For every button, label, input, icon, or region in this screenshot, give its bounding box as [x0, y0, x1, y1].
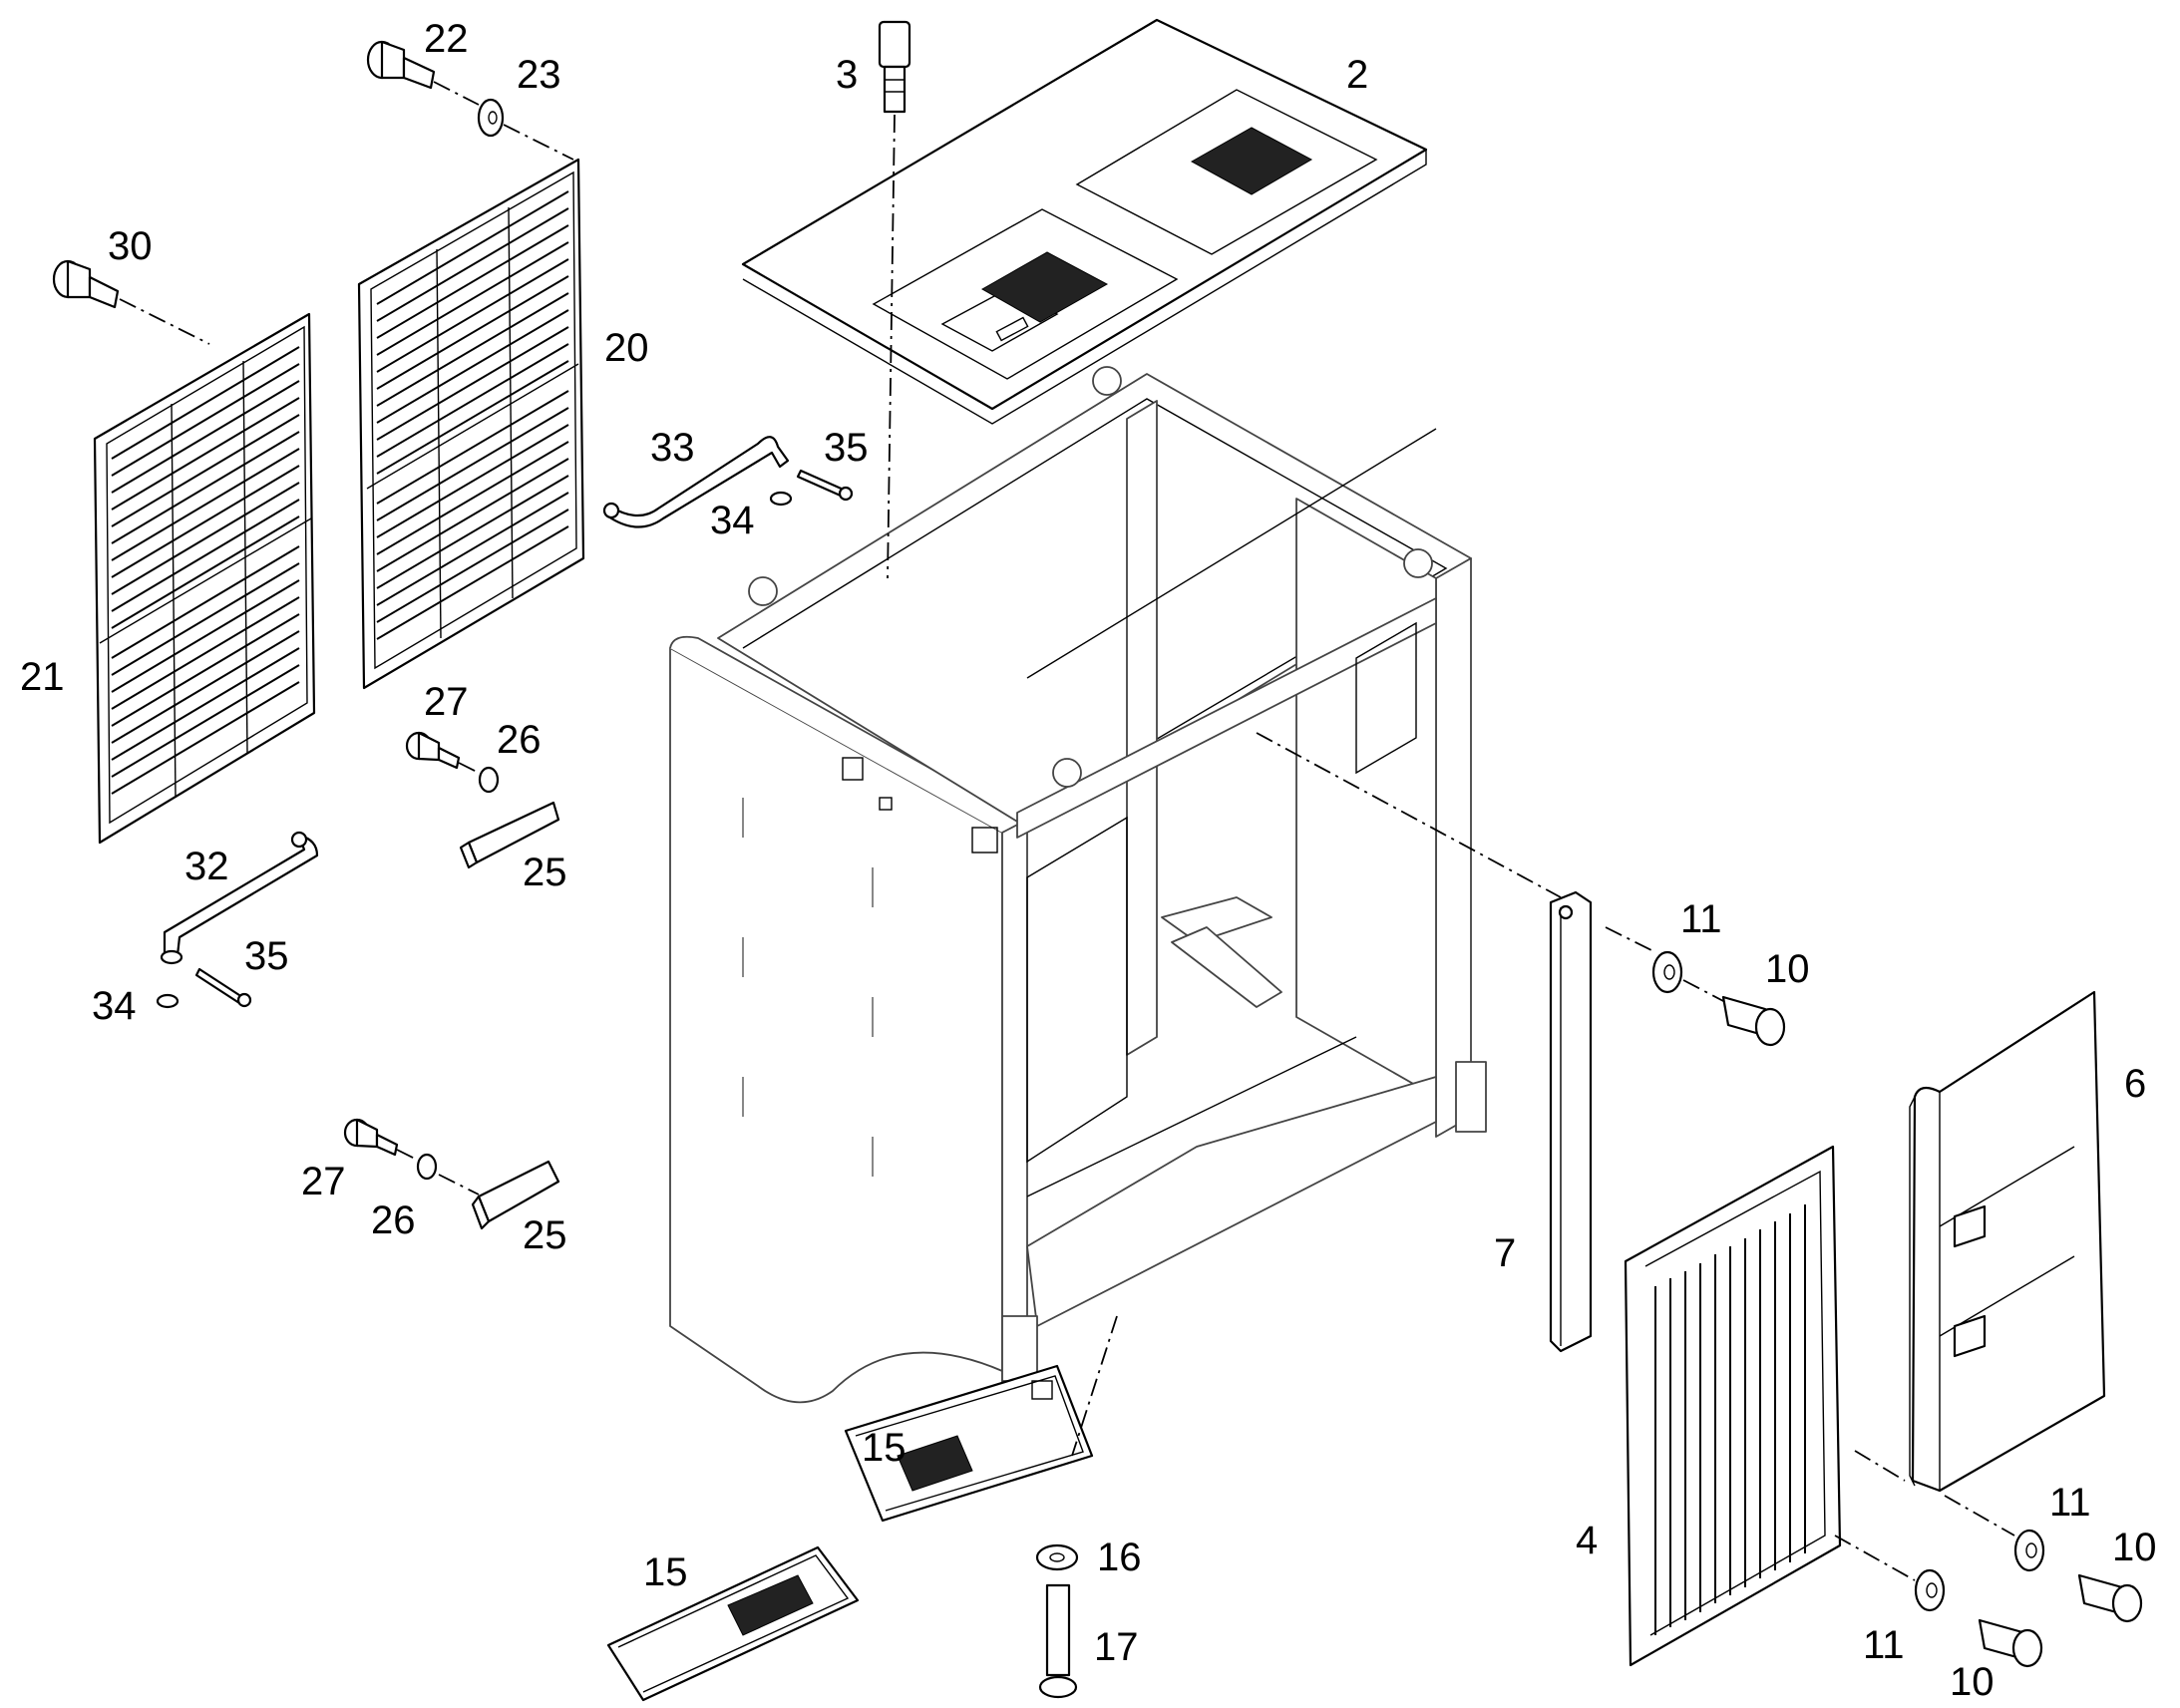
screw-part-3	[878, 20, 911, 114]
label-25-bottom: 25	[523, 1213, 567, 1257]
bolt-part-17	[1038, 1583, 1078, 1699]
pin-part-35-bottom	[194, 967, 252, 1008]
label-10-upper: 10	[1765, 947, 1810, 991]
foot-cover-part-15-left	[606, 1545, 860, 1702]
washer-part-11-lower-left	[1914, 1568, 1946, 1612]
washer-part-26-bottom	[416, 1153, 438, 1181]
washer-part-34-top	[769, 491, 793, 507]
label-15-left: 15	[643, 1550, 688, 1594]
label-34-bottom: 34	[92, 984, 137, 1028]
bolt-part-30	[52, 259, 120, 309]
rod-part-33	[602, 436, 790, 528]
label-21: 21	[20, 655, 65, 699]
part-number-labels: 2 3 4 6 7 10 10 10 11 11 11 15 15 16 17 …	[20, 17, 2157, 1704]
label-17: 17	[1094, 1625, 1139, 1669]
side-panel-part-6	[1909, 990, 2106, 1493]
label-11-upper: 11	[1680, 897, 1722, 941]
label-4: 4	[1576, 1519, 1598, 1562]
filter-grille-part-21	[93, 312, 316, 845]
label-15-right: 15	[862, 1426, 907, 1470]
strip-part-7	[1549, 890, 1593, 1353]
rod-part-32	[160, 831, 319, 965]
label-11-lower-right: 11	[2049, 1481, 2091, 1525]
washer-part-26-top	[478, 766, 500, 794]
washer-part-23	[477, 98, 505, 138]
label-3: 3	[836, 53, 858, 97]
bolt-part-10-lower-right	[2077, 1573, 2143, 1623]
label-30: 30	[108, 224, 153, 268]
grille-panel-part-4	[1624, 1145, 1842, 1667]
pin-part-35-top	[796, 469, 854, 502]
bolt-part-10-lower-left	[1978, 1618, 2043, 1668]
bolt-part-22	[366, 40, 436, 90]
label-26-bottom: 26	[371, 1198, 416, 1242]
label-10-lower-left: 10	[1950, 1660, 1995, 1704]
label-11-lower-left: 11	[1863, 1623, 1905, 1667]
label-23: 23	[517, 53, 561, 97]
label-6: 6	[2124, 1062, 2146, 1106]
bracket-part-25-top	[459, 801, 560, 869]
filter-grille-part-20	[357, 158, 585, 690]
label-27-top: 27	[424, 680, 469, 724]
label-2: 2	[1346, 53, 1368, 97]
label-25-top: 25	[523, 851, 567, 894]
washer-part-16	[1035, 1543, 1079, 1571]
label-22: 22	[424, 17, 469, 61]
label-16: 16	[1097, 1536, 1142, 1579]
label-32: 32	[184, 845, 229, 888]
foot-cover-part-15-right	[844, 1364, 1094, 1523]
washer-part-11-lower-right	[2013, 1529, 2045, 1572]
cabinet-frame	[669, 366, 1487, 1404]
cover-mesh-right	[1190, 127, 1313, 195]
label-33: 33	[650, 426, 695, 470]
label-35-bottom: 35	[244, 934, 289, 978]
cover-mesh-left	[980, 251, 1109, 323]
bolt-part-10-upper	[1721, 995, 1786, 1047]
label-20: 20	[604, 326, 649, 370]
label-35-top: 35	[824, 426, 869, 470]
label-27-bottom: 27	[301, 1160, 346, 1203]
label-26-top: 26	[497, 718, 542, 762]
label-10-lower-right: 10	[2112, 1526, 2157, 1569]
washer-part-11-upper	[1651, 950, 1683, 994]
top-cover-part-2	[741, 18, 1428, 425]
label-34-top: 34	[710, 499, 755, 542]
label-7: 7	[1494, 1231, 1516, 1275]
bolt-part-27-top	[405, 731, 461, 770]
bolt-part-27-bottom	[343, 1118, 399, 1157]
washer-part-34-bottom	[156, 993, 180, 1009]
bracket-part-25-bottom	[471, 1160, 560, 1230]
